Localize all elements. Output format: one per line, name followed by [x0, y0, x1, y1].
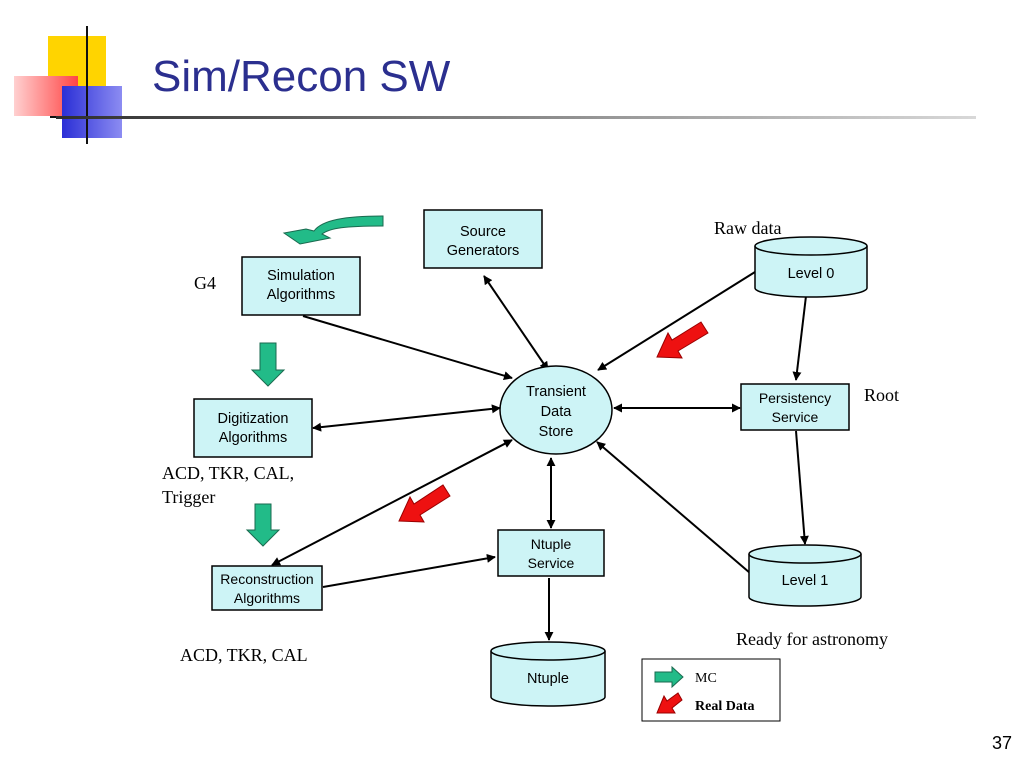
- legend-mc-arrow: [654, 665, 684, 689]
- source-generators-label-1: Source: [460, 224, 506, 240]
- level0-label: Level 0: [788, 266, 835, 282]
- real-arrow-level0: [656, 321, 709, 359]
- level1-label: Level 1: [782, 573, 829, 589]
- decor-blue-square: [62, 86, 122, 138]
- node-reconstruction-algorithms: Reconstruction Algorithms: [211, 565, 323, 611]
- digi-detectors-annotation-1: ACD, TKR, CAL,: [162, 463, 294, 483]
- digitization-label-2: Algorithms: [219, 430, 288, 446]
- raw-data-annotation: Raw data: [714, 218, 781, 238]
- node-level1: Level 1: [748, 544, 862, 607]
- legend-mc-label: MC: [695, 671, 717, 686]
- node-level0: Level 0: [754, 236, 868, 298]
- ready-for-astronomy-annotation: Ready for astronomy: [736, 629, 888, 649]
- simulation-label-2: Algorithms: [267, 287, 336, 303]
- title-rule: [56, 116, 976, 119]
- arrow-persistency-to-level1: [795, 430, 809, 545]
- persistency-label-1: Persistency: [759, 390, 831, 406]
- node-simulation-algorithms: Simulation Algorithms: [241, 256, 361, 316]
- real-arrow-recon: [398, 484, 451, 523]
- ntuple-service-label-2: Service: [528, 555, 575, 571]
- node-ntuple: Ntuple: [490, 641, 606, 707]
- persistency-label-2: Service: [772, 409, 819, 425]
- node-digitization-algorithms: Digitization Algorithms: [193, 398, 313, 458]
- digitization-label-1: Digitization: [218, 411, 289, 427]
- node-transient-data-store: Transient Data Store: [499, 365, 613, 455]
- node-persistency-service: Persistency Service: [740, 383, 850, 431]
- mc-down-arrow-2: [245, 503, 281, 547]
- arrow-level0-to-persistency: [792, 295, 807, 381]
- reconstruction-label-2: Algorithms: [234, 590, 300, 606]
- decor-vertical-line: [86, 26, 88, 144]
- store-label-2: Data: [541, 404, 573, 420]
- simulation-label-1: Simulation: [267, 268, 335, 284]
- arrow-store-source-generators: [483, 275, 549, 371]
- ntuple-label: Ntuple: [527, 671, 569, 687]
- arrow-reconstruction-to-ntuple-service: [322, 553, 496, 588]
- g4-annotation: G4: [194, 273, 216, 293]
- node-ntuple-service: Ntuple Service: [497, 529, 605, 577]
- mc-down-arrow-1: [250, 342, 286, 387]
- store-label-3: Store: [539, 424, 574, 440]
- real-data-flow-arrows: [398, 321, 709, 523]
- connectors: [271, 271, 809, 641]
- arrow-store-reconstruction: [271, 439, 513, 566]
- root-annotation: Root: [864, 385, 899, 405]
- page-number: 37: [991, 733, 1012, 753]
- arrow-store-digitization: [312, 404, 501, 432]
- legend-real-arrow: [656, 692, 683, 714]
- digi-detectors-annotation-2: Trigger: [162, 487, 215, 507]
- arrow-level1-to-store: [596, 441, 751, 574]
- source-generators-label-2: Generators: [447, 243, 520, 259]
- recon-detectors-annotation: ACD, TKR, CAL: [180, 645, 308, 665]
- slide-title: Sim/Recon SW: [152, 52, 451, 101]
- reconstruction-label-1: Reconstruction: [220, 571, 313, 587]
- arrow-level0-to-store: [597, 271, 756, 371]
- mc-flow-arrows: [245, 215, 384, 547]
- store-label-1: Transient: [526, 384, 586, 400]
- arrow-simulation-to-store: [302, 315, 513, 381]
- legend: MC Real Data: [641, 658, 781, 722]
- legend-real-data-label: Real Data: [695, 699, 755, 714]
- mc-curved-arrow: [282, 215, 384, 245]
- ntuple-service-label-1: Ntuple: [531, 536, 572, 552]
- node-source-generators: Source Generators: [423, 209, 543, 269]
